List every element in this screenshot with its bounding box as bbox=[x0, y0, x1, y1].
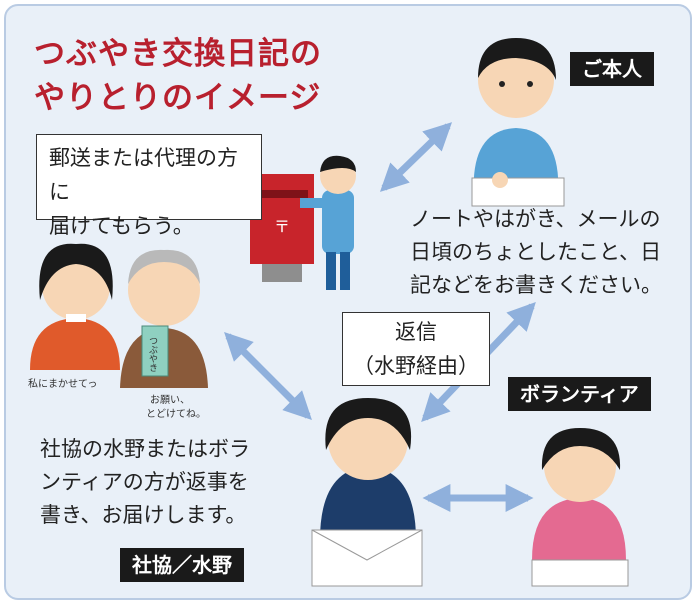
honnin-description: ノートやはがき、メールの 日頃のちょとしたこと、日 記などをお書きください。 bbox=[410, 203, 662, 302]
reply-box: 返信 （水野経由） bbox=[342, 312, 490, 386]
elder-speech-1: お願い、 bbox=[150, 395, 190, 406]
elder-person-icon bbox=[120, 249, 208, 388]
woman-speech: 私にまかせてっ bbox=[28, 379, 98, 390]
mail-note-box: 郵送または代理の方に 届けてもらう。 bbox=[36, 134, 262, 238]
honnin-line-1: ノートやはがき、メールの bbox=[410, 207, 661, 231]
shakyo-line-2: ンティアの方が返事を bbox=[40, 470, 249, 494]
title-line-1: つぶやき交換日記の bbox=[34, 36, 322, 72]
mail-note-line-1: 郵送または代理の方に bbox=[49, 146, 238, 204]
honnin-line-2: 日頃のちょとしたこと、日 bbox=[410, 240, 662, 264]
page-title: つぶやき交換日記の やりとりのイメージ bbox=[34, 32, 322, 120]
title-line-2: やりとりのイメージ bbox=[34, 80, 322, 116]
shakyo-label: 社協／水野 bbox=[120, 548, 244, 582]
shakyo-person-icon bbox=[311, 398, 423, 587]
svg-text:〒: 〒 bbox=[274, 217, 290, 236]
honnin-label: ご本人 bbox=[570, 52, 654, 86]
arrow-elders-shakyo bbox=[224, 332, 312, 420]
shakyo-line-3: 書き、お届けします。 bbox=[40, 503, 247, 527]
notebook-label: つぶやき bbox=[147, 336, 157, 372]
volunteer-person-icon bbox=[531, 428, 629, 587]
mail-person-icon bbox=[300, 155, 356, 290]
elder-speech-2: とどけてね。 bbox=[146, 409, 206, 420]
shakyo-description: 社協の水野またはボラ ンティアの方が返事を 書き、お届けします。 bbox=[40, 433, 250, 532]
honnin-person-icon bbox=[471, 38, 565, 207]
reply-line-2: （水野経由） bbox=[353, 354, 479, 378]
woman-person-icon bbox=[30, 243, 120, 370]
volunteer-label: ボランティア bbox=[508, 377, 651, 411]
arrow-honnin-postbox bbox=[379, 122, 453, 192]
mail-note-line-2: 届けてもらう。 bbox=[49, 214, 194, 238]
shakyo-line-1: 社協の水野またはボラ bbox=[40, 437, 250, 461]
reply-line-1: 返信 bbox=[395, 320, 437, 344]
honnin-line-3: 記などをお書きください。 bbox=[410, 273, 662, 297]
